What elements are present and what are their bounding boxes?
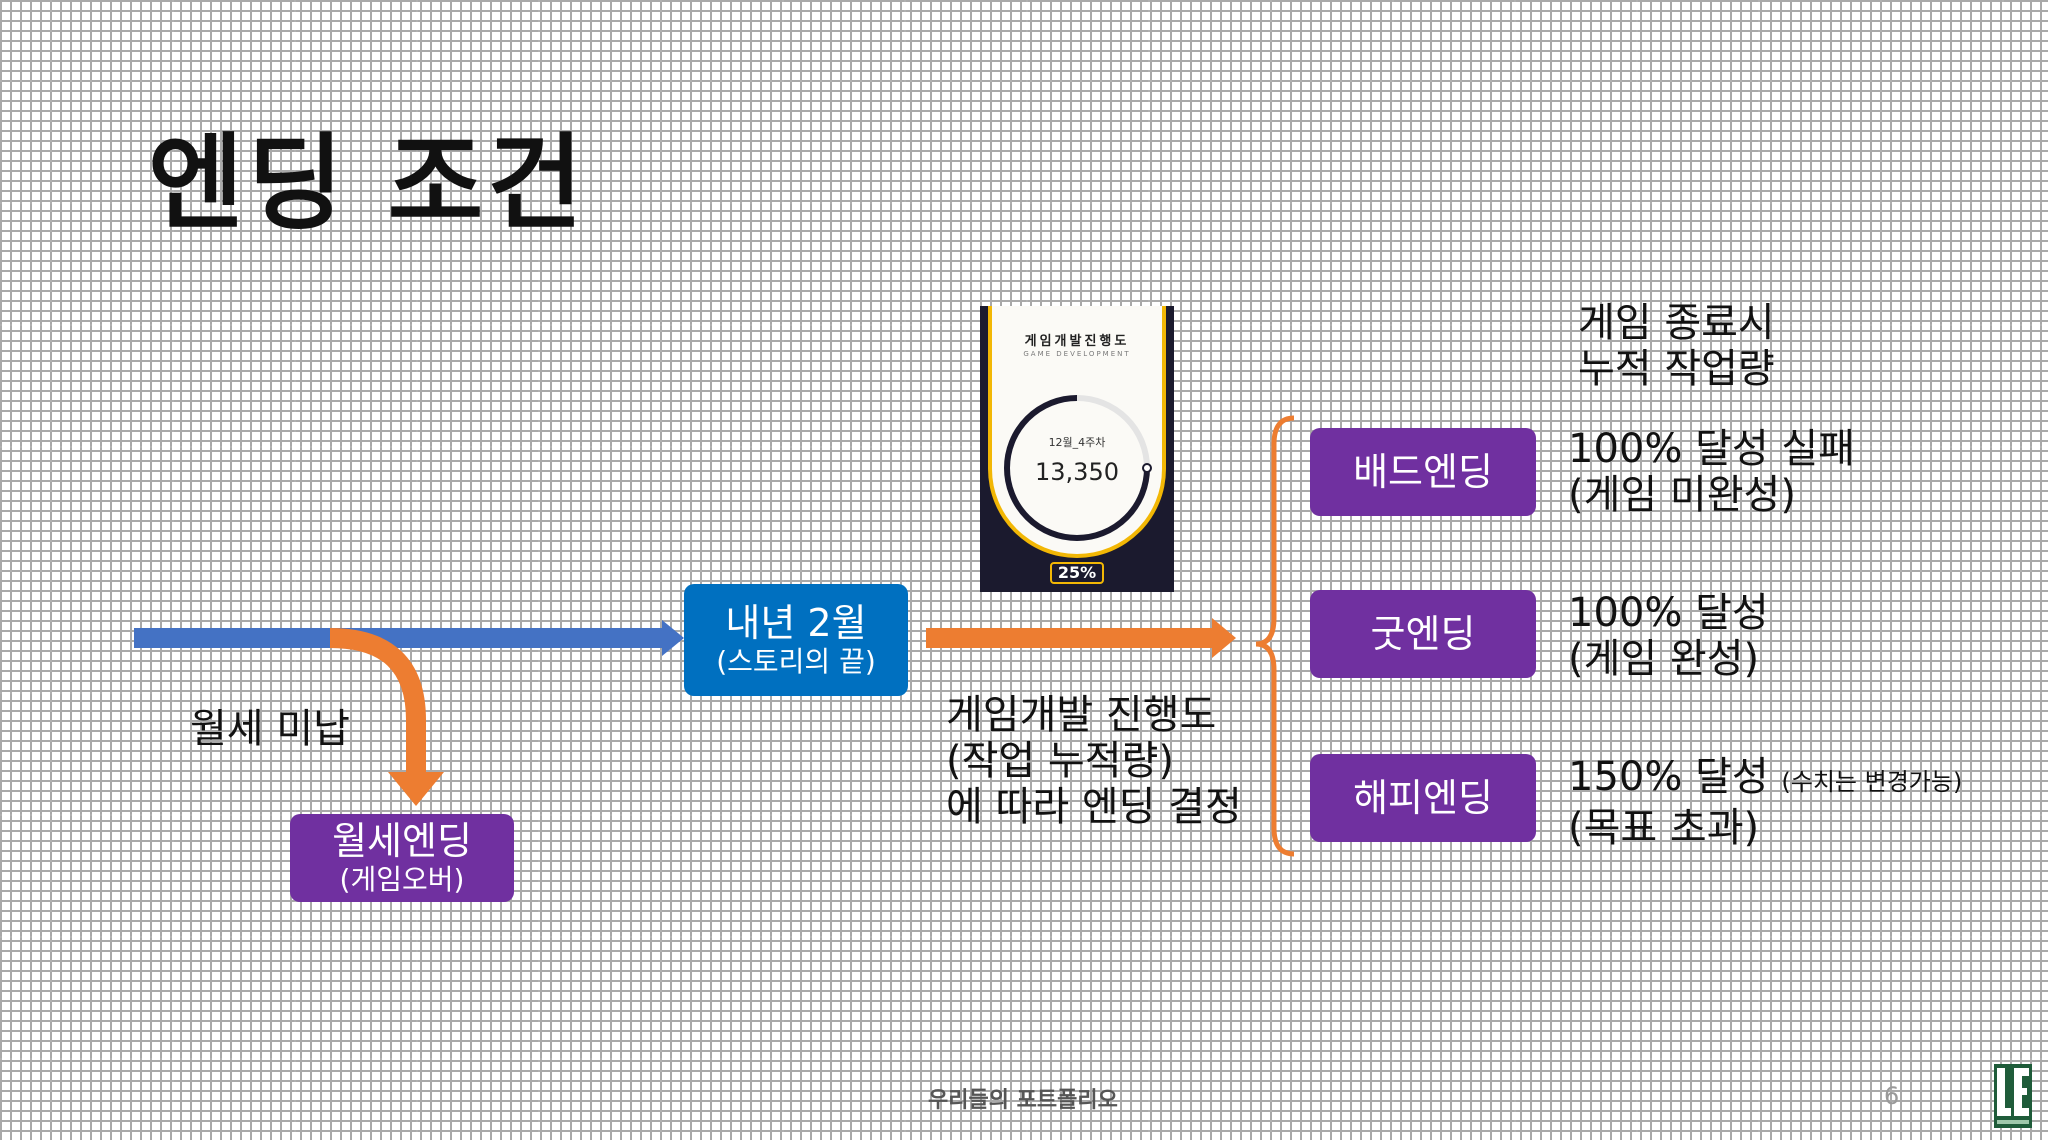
main-timeline-arrow [134, 620, 684, 656]
happy-ending-box: 해피엔딩 [1310, 754, 1536, 842]
progress-value: 13,350 [1035, 458, 1119, 486]
good-ending-result: (게임 완성) [1568, 636, 1760, 682]
decision-text: 게임개발 진행도 (작업 누적량) 에 따라 엔딩 결정 [946, 692, 1242, 830]
endings-header-line: 누적 작업량 [1578, 346, 1775, 392]
good-ending-desc: 100% 달성 (게임 완성) [1568, 590, 1769, 682]
bad-ending-box: 배드엔딩 [1310, 428, 1536, 516]
rent-ending-sub: (게임오버) [339, 863, 465, 896]
progress-title: 게임개발진행도 [1024, 334, 1130, 349]
endings-header: 게임 종료시 누적 작업량 [1578, 300, 1775, 392]
good-ending-condition: 100% 달성 [1568, 590, 1769, 636]
decision-line: (작업 누적량) [946, 738, 1174, 784]
decision-arrow [926, 618, 1236, 658]
progress-ring-fill [1004, 395, 1150, 541]
endings-bracket [1255, 415, 1295, 857]
happy-ending-desc: 150% 달성 (수치는 변경가능) (목표 초과) [1568, 754, 1962, 851]
happy-ending-result: (목표 초과) [1568, 805, 1760, 851]
bad-ending-condition: 100% 달성 실패 [1568, 426, 1855, 472]
good-ending-label: 굿엔딩 [1370, 612, 1476, 656]
footer-text: 우리들의 포트폴리오 [928, 1088, 1118, 1113]
story-end-label: (스토리의 끝) [716, 645, 876, 678]
slide-title: 엔딩 조건 [148, 122, 587, 244]
progress-week: 12월_4주차 [1048, 436, 1106, 449]
happy-ending-note: (수치는 변경가능) [1781, 768, 1963, 796]
progress-subtitle: GAME DEVELOPMENT [1023, 350, 1131, 358]
rent-ending-label: 월세엔딩 [332, 819, 472, 863]
game-progress-screenshot: 게임개발진행도 GAME DEVELOPMENT 12월_4주차 13,350 … [980, 306, 1174, 592]
page-number: 6 [1884, 1082, 1900, 1110]
brand-logo [1994, 1064, 2032, 1128]
good-ending-box: 굿엔딩 [1310, 590, 1536, 678]
decision-line: 에 따라 엔딩 결정 [946, 784, 1242, 830]
bad-ending-result: (게임 미완성) [1568, 472, 1796, 518]
next-february-label: 내년 2월 [725, 601, 867, 645]
branch-arrow [329, 628, 444, 806]
endings-header-line: 게임 종료시 [1578, 300, 1775, 346]
happy-ending-label: 해피엔딩 [1353, 776, 1493, 820]
unpaid-rent-label: 월세 미납 [190, 706, 350, 752]
progress-ring [1004, 395, 1152, 541]
happy-ending-condition: 150% 달성 [1568, 754, 1769, 800]
progress-percent: 25% [1050, 562, 1104, 584]
decision-line: 게임개발 진행도 [946, 692, 1217, 738]
bad-ending-label: 배드엔딩 [1353, 450, 1493, 494]
bad-ending-desc: 100% 달성 실패 (게임 미완성) [1568, 426, 1855, 518]
next-february-box: 내년 2월 (스토리의 끝) [684, 584, 908, 696]
rent-ending-box: 월세엔딩 (게임오버) [290, 814, 514, 902]
progress-ring-marker [1142, 463, 1152, 473]
